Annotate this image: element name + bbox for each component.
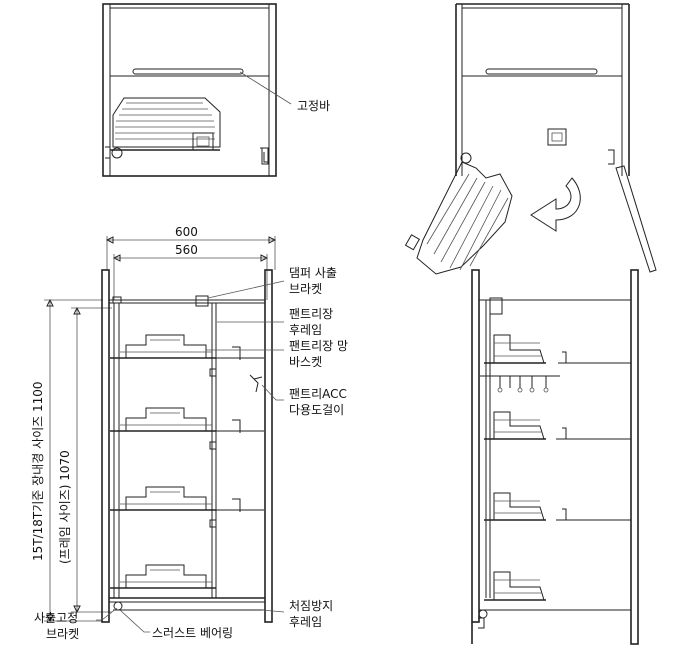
frame-height-dimension: (프레임 사이즈) 1070 <box>58 450 72 564</box>
width-inner-dimension: 560 <box>175 243 198 257</box>
basket-level-4 <box>110 564 216 589</box>
sag-frame-label-1: 처짐방지 <box>289 599 333 613</box>
front-elevation: 600 560 15T/18T기준 장내경 사이즈 1100 (프레임 사이즈)… <box>31 225 277 623</box>
fixing-bar-callout: 고정바 <box>239 71 330 113</box>
side-basket-2 <box>484 411 631 440</box>
fixing-bar <box>132 68 244 75</box>
side-basket-4 <box>484 571 546 601</box>
pantry-frame-label-2: 후레임 <box>289 323 322 337</box>
basket-level-2 <box>110 407 264 450</box>
side-hanger-rail <box>480 375 560 393</box>
pantry-basket-label-1: 팬트리장 망 <box>289 339 348 353</box>
pantry-frame-label-1: 팬트리장 <box>289 307 333 321</box>
injection-bracket-label-2: 브라켓 <box>46 627 79 641</box>
basket-level-1 <box>110 334 264 377</box>
side-basket-1 <box>484 334 631 364</box>
acc-hanger-label-1: 팬트리ACC <box>289 387 347 401</box>
cabinet-height-dimension: 15T/18T기준 장내경 사이즈 1100 <box>31 381 45 561</box>
sag-frame-label-2: 후레임 <box>289 615 322 629</box>
pantry-basket-label-2: 바스켓 <box>289 355 322 369</box>
acc-hanger-label-2: 다용도걸이 <box>289 403 344 417</box>
top-view-open <box>404 3 657 275</box>
side-elevation <box>471 269 639 645</box>
front-callouts: 댐퍼 사출 브라켓 팬트리장 후레임 팬트리장 망 바스켓 팬트리ACC 다용도… <box>34 266 348 641</box>
basket-level-3 <box>110 486 264 528</box>
swung-out-basket <box>404 161 513 275</box>
thrust-bearing-label: 스러스트 베어링 <box>152 626 233 640</box>
side-basket-3 <box>484 492 631 521</box>
top-view-closed <box>102 3 277 177</box>
basket-drawer <box>112 97 221 151</box>
swing-direction-arrow <box>530 177 581 232</box>
damper-bracket-label-1: 댐퍼 사출 <box>289 266 337 280</box>
opened-door <box>615 165 657 273</box>
injection-bracket-label-1: 사출고정 <box>34 611 78 625</box>
damper-bracket-label-2: 브라켓 <box>289 282 322 296</box>
fixing-bar-label: 고정바 <box>297 99 330 113</box>
width-outer-dimension: 600 <box>175 225 198 239</box>
